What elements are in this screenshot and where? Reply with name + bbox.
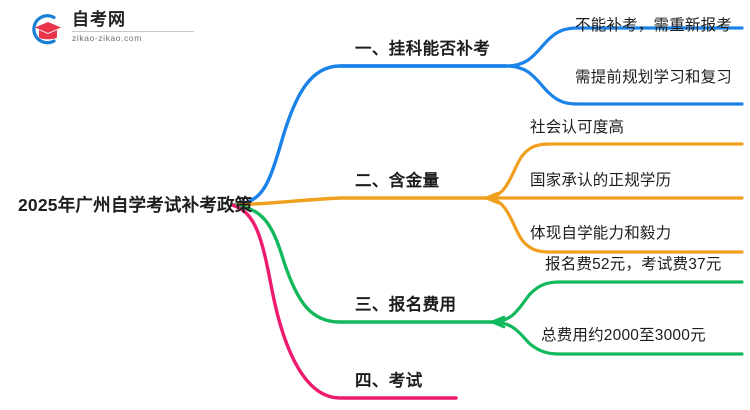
branch-3-trunk (230, 203, 494, 324)
logo-text: 自考网 zikao-zikao.com (72, 10, 198, 48)
leaf-node-2-2[interactable]: 国家承认的正规学历 (530, 172, 672, 189)
graduation-cap-icon (32, 14, 61, 45)
logo-url: zikao-zikao.com (72, 33, 142, 43)
leaf-node-1-1[interactable]: 不能补考，需重新报考 (575, 17, 733, 34)
branch-node-1[interactable]: 一、挂科能否补考 (355, 40, 491, 58)
logo-name: 自考网 (72, 10, 126, 29)
leaf-node-3-2[interactable]: 总费用约2000至3000元 (541, 327, 706, 344)
leaf-node-3-1[interactable]: 报名费52元，考试费37元 (545, 256, 722, 273)
branch-1-child-1-connector (504, 26, 744, 68)
branch-node-2[interactable]: 二、含金量 (355, 172, 440, 190)
branch-2-arrow (484, 191, 500, 205)
branch-node-4[interactable]: 四、考试 (355, 372, 423, 390)
branch-3-child-1-connector (490, 280, 744, 324)
branch-3-child-2-connector (490, 320, 744, 356)
leaf-node-2-1[interactable]: 社会认可度高 (530, 119, 625, 136)
branch-node-3[interactable]: 三、报名费用 (355, 296, 457, 314)
branch-3-arrow (490, 315, 506, 329)
branch-1-child-2-connector (504, 64, 744, 106)
mindmap-root-node[interactable]: 2025年广州自学考试补考政策 (18, 195, 253, 215)
branch-2-child-3-connector (484, 196, 744, 254)
branch-2-trunk (230, 196, 488, 207)
branch-1-trunk (230, 64, 508, 207)
site-logo[interactable]: 自考网 zikao-zikao.com (28, 10, 198, 50)
branch-4-trunk (230, 203, 458, 400)
branch-2-child-1-connector (484, 142, 744, 200)
leaf-node-1-2[interactable]: 需提前规划学习和复习 (575, 69, 733, 86)
leaf-node-2-3[interactable]: 体现自学能力和毅力 (530, 225, 672, 242)
logo-divider (72, 31, 194, 32)
